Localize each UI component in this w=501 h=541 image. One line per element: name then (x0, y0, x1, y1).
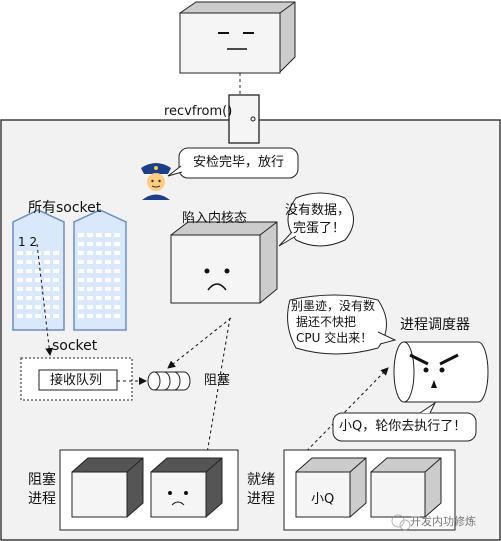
recvfrom-door (228, 94, 260, 144)
recv-queue-label: 接收队列 (50, 373, 103, 388)
arrow-ready-to-scheduler (289, 367, 389, 469)
police-bubble-text: 安检完毕，放行 (193, 155, 285, 170)
blocked-procs-label-2: 进程 (28, 491, 56, 507)
blocked-procs-label-1: 阻塞 (28, 472, 56, 488)
recv-queue-box (38, 369, 118, 391)
blocked-process-cube-2 (150, 457, 223, 518)
scheduler-label: 进程调度器 (400, 317, 470, 333)
trap-kernel-label: 陷入内核态 (182, 211, 248, 226)
scheduler-cylinder (393, 341, 489, 403)
building-numbers: 1 2 (18, 235, 38, 249)
wechat-icon (391, 514, 411, 531)
no-data-bubble (278, 192, 354, 247)
socket-label: socket (52, 338, 98, 354)
q-process-label: 小Q (311, 492, 335, 507)
q-bubble (332, 401, 477, 442)
blocked-label: 阻塞 (204, 373, 231, 388)
socket-building-1 (12, 209, 65, 331)
police-bubble (167, 147, 299, 179)
scheduler-bubble-text-1: 别墨迹，没有数 (291, 299, 376, 313)
arrow-kernel-to-queue (167, 317, 232, 369)
recvfrom-label: recvfrom() (164, 104, 233, 119)
arrow-socket-to-box (36, 243, 54, 356)
socket-building-2 (73, 209, 127, 331)
blocked-process-cube-1 (71, 457, 144, 518)
ready-procs-label-2: 进程 (247, 491, 275, 507)
ready-procs-label-1: 就绪 (247, 472, 275, 488)
no-data-bubble-text-2: 完蛋了！ (293, 221, 346, 236)
arrow-kernel-to-blocked (202, 317, 231, 466)
police-officer-icon (141, 163, 171, 200)
ready-process-cube-2 (370, 457, 442, 518)
scheduler-bubble-text-2: 据还不快把 (296, 315, 357, 329)
no-data-bubble-text-1: 没有数据， (285, 203, 351, 218)
wait-queue-cylinder (147, 371, 191, 391)
watermark-text: 开发内功修炼 (410, 515, 476, 528)
ready-process-cube-1 (295, 457, 367, 518)
kernel-state-cube (170, 221, 278, 304)
all-sockets-label: 所有socket (28, 200, 102, 216)
scheduler-bubble (287, 294, 397, 355)
user-process-cube (179, 1, 296, 74)
scheduler-bubble-text-3: CPU 交出来！ (296, 331, 373, 345)
q-bubble-text: 小Q，轮你去执行了！ (339, 419, 467, 434)
